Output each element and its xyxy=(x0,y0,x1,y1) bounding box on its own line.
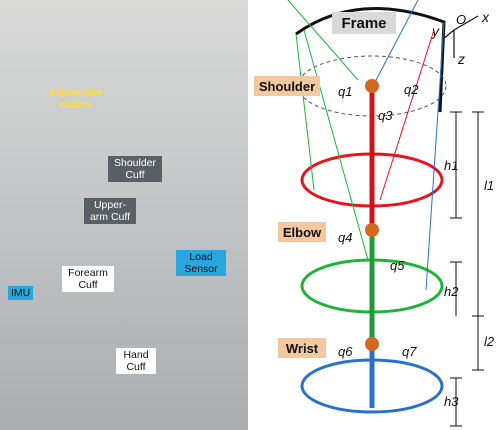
q1-label: q1 xyxy=(338,84,352,99)
kinematic-diagram: Frame O x y z Shoulder Elbow Wrist q1 q2… xyxy=(254,0,495,427)
axis-triad: O x y z xyxy=(431,9,490,67)
shoulder-label-box xyxy=(254,76,320,96)
elbow-label: Elbow xyxy=(283,225,322,240)
h1-label: h1 xyxy=(444,158,458,173)
q7-label: q7 xyxy=(402,344,417,359)
q6-label: q6 xyxy=(338,344,353,359)
shoulder-cuff-label: Shoulder Cuff xyxy=(108,156,162,182)
wrist-joint xyxy=(365,337,379,351)
frame-label-box xyxy=(332,12,396,34)
photo-panel: Adjustable sliders Shoulder Cuff Upper-a… xyxy=(0,0,248,430)
upper-arm-cuff-label: Upper-arm Cuff xyxy=(84,198,136,224)
frame-label: Frame xyxy=(341,15,386,32)
wrist-label-box xyxy=(278,338,326,358)
hand-cuff-label: Hand Cuff xyxy=(116,348,156,374)
h3-label: h3 xyxy=(444,394,459,409)
frame-arc xyxy=(295,7,446,113)
forearm-cuff-label: Forearm Cuff xyxy=(62,266,114,292)
q5-label: q5 xyxy=(390,258,405,273)
q4-label: q4 xyxy=(338,230,352,245)
adjustable-sliders-label: Adjustable sliders xyxy=(48,87,102,111)
q3-label: q3 xyxy=(378,108,393,123)
cables xyxy=(287,0,445,291)
axis-z-label: z xyxy=(457,51,465,67)
l2-label: l2 xyxy=(484,334,495,349)
wrist-label: Wrist xyxy=(286,341,319,356)
q2-label: q2 xyxy=(404,82,419,97)
load-sensor-label: Load Sensor xyxy=(176,250,226,276)
origin-label: O xyxy=(456,12,466,27)
l1-label: l1 xyxy=(484,178,494,193)
shoulder-label: Shoulder xyxy=(259,79,315,94)
dimension-lines xyxy=(450,111,484,427)
shoulder-joint xyxy=(365,79,379,93)
h2-label: h2 xyxy=(444,284,459,299)
axis-y-label: y xyxy=(431,23,440,39)
elbow-label-box xyxy=(278,222,326,242)
elbow-joint xyxy=(365,223,379,237)
imu-label: IMU xyxy=(8,286,34,300)
axis-x-label: x xyxy=(481,9,490,25)
